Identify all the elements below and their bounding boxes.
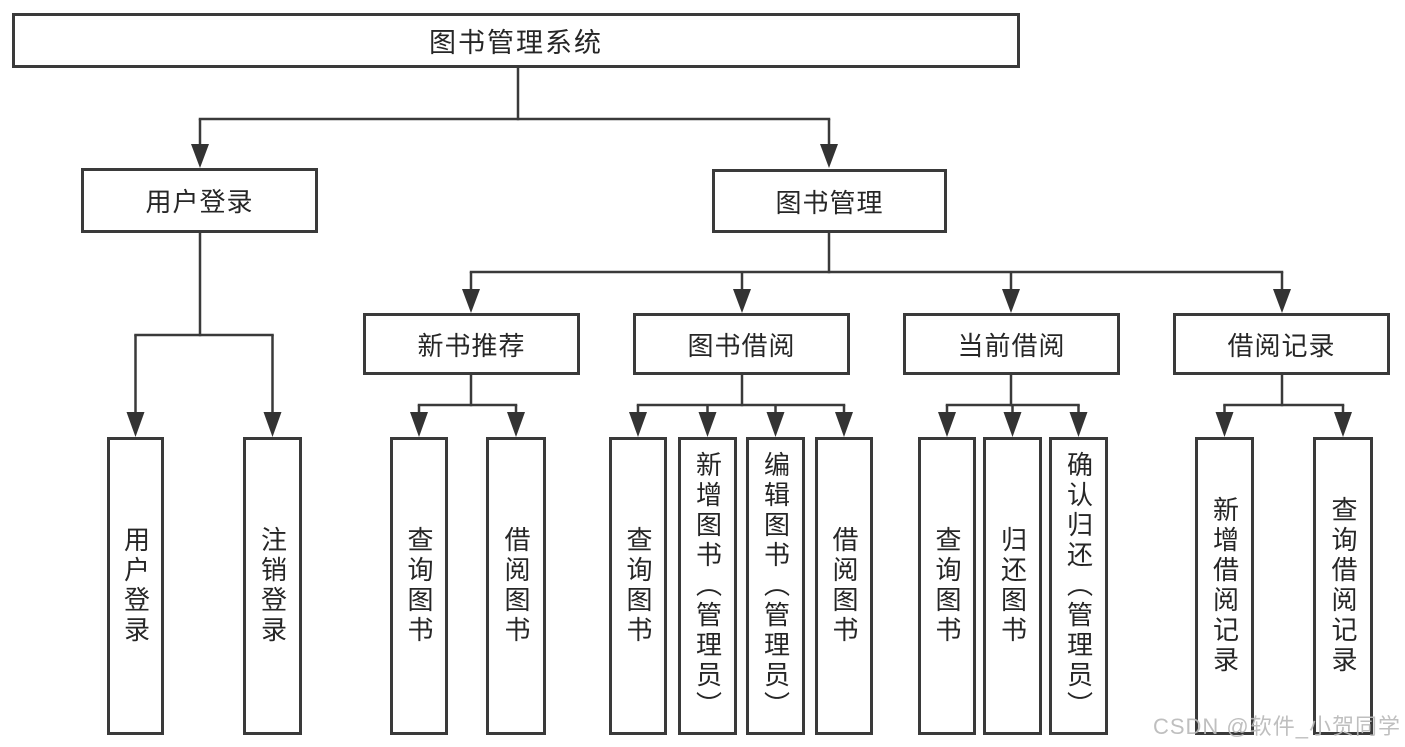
- node-label: 新增图书（管理员）: [692, 451, 723, 721]
- leaf-logout: 注销登录: [243, 437, 302, 735]
- node-label: 图书管理系统: [429, 28, 603, 58]
- leaf-query-books-recommend: 查询图书: [390, 437, 448, 735]
- node-book-management: 图书管理: [712, 169, 947, 233]
- leaf-query-borrow-record: 查询借阅记录: [1313, 437, 1373, 735]
- connectors-new-book-to-leaves: [410, 375, 525, 437]
- node-label: 查询图书: [623, 526, 653, 646]
- node-borrow-records: 借阅记录: [1173, 313, 1390, 375]
- node-label: 新书推荐: [417, 330, 526, 361]
- leaf-confirm-return-admin: 确认归还（管理员）: [1049, 437, 1108, 735]
- node-label: 图书管理: [775, 187, 884, 218]
- node-current-borrow: 当前借阅: [903, 313, 1120, 375]
- connectors-root-to-level2: [191, 68, 838, 168]
- leaf-add-books-admin: 新增图书（管理员）: [678, 437, 737, 735]
- node-label: 查询借阅记录: [1328, 496, 1358, 676]
- node-label: 图书借阅: [687, 330, 796, 361]
- node-new-book-recommend: 新书推荐: [363, 313, 580, 375]
- node-label: 借阅记录: [1227, 330, 1336, 361]
- leaf-borrow-books-recommend: 借阅图书: [486, 437, 546, 735]
- leaf-return-books: 归还图书: [983, 437, 1042, 735]
- node-label: 查询图书: [404, 526, 434, 646]
- leaf-borrow-books: 借阅图书: [815, 437, 873, 735]
- node-label: 归还图书: [997, 526, 1028, 646]
- node-label: 用户登录: [120, 526, 151, 646]
- leaf-user-login: 用户登录: [107, 437, 164, 735]
- connectors-current-borrow-to-leaves: [938, 375, 1088, 437]
- node-label: 新增借阅记录: [1209, 496, 1240, 676]
- connectors-borrow-records-to-leaves: [1215, 375, 1352, 437]
- node-label: 编辑图书（管理员）: [760, 451, 791, 721]
- leaf-query-books-current: 查询图书: [918, 437, 976, 735]
- csdn-watermark: CSDN @软件_小贺同学: [1152, 714, 1401, 739]
- leaf-query-books-borrow: 查询图书: [609, 437, 667, 735]
- connectors-book-borrow-to-leaves: [629, 375, 853, 437]
- node-label: 注销登录: [257, 526, 288, 646]
- connectors-user-login-to-leaves: [126, 233, 282, 437]
- node-label: 用户登录: [145, 187, 254, 217]
- node-label: 借阅图书: [829, 526, 859, 646]
- leaf-add-borrow-record: 新增借阅记录: [1195, 437, 1254, 735]
- connectors-book-management-to-groups: [462, 233, 1291, 313]
- node-label: 当前借阅: [957, 330, 1066, 361]
- node-library-management-system: 图书管理系统: [12, 13, 1020, 68]
- node-user-login: 用户登录: [81, 168, 318, 233]
- node-label: 确认归还（管理员）: [1063, 451, 1094, 721]
- node-label: 查询图书: [932, 526, 962, 646]
- node-label: 借阅图书: [501, 526, 531, 646]
- node-book-borrow: 图书借阅: [633, 313, 850, 375]
- leaf-edit-books-admin: 编辑图书（管理员）: [746, 437, 805, 735]
